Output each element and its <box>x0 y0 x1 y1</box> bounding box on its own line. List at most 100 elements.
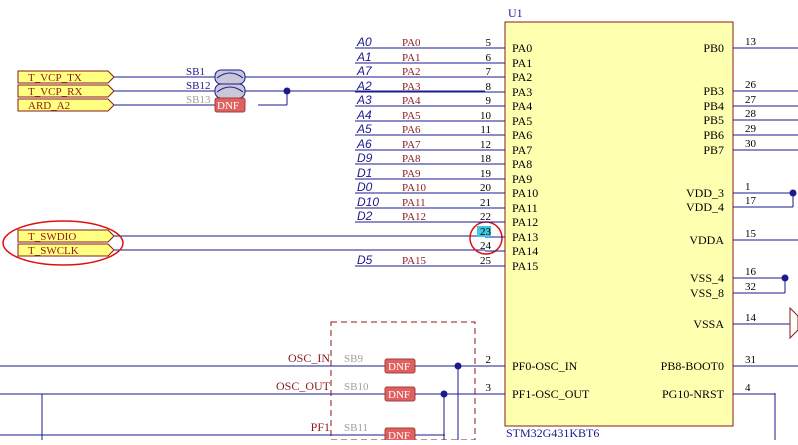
chip-body[interactable] <box>504 21 734 427</box>
pin-number: 9 <box>486 95 492 107</box>
pin-alias-label: A5 <box>356 122 372 136</box>
jumper-ref: SB1 <box>186 66 205 78</box>
pin-alias-label: D9 <box>357 151 373 165</box>
port-label: T_SWDIO <box>28 231 76 243</box>
pin-number: 17 <box>745 195 757 207</box>
port-t-vcp-tx[interactable]: T_VCP_TX <box>17 70 115 84</box>
port-t-vcp-rx[interactable]: T_VCP_RX <box>17 84 115 98</box>
pin-pb5[interactable]: 28 PB5 <box>703 108 798 127</box>
junction-dot <box>781 274 789 282</box>
solder-bridge-sb1[interactable]: SB1 <box>186 66 246 85</box>
pin-number: 13 <box>745 36 757 48</box>
pin-name: PA0 <box>512 41 532 55</box>
pin-name: PA14 <box>512 244 538 258</box>
pin-number: 26 <box>745 79 757 91</box>
pin-net-label: PA10 <box>402 182 427 194</box>
pin-number: 30 <box>745 138 757 150</box>
pin-net-label: PA1 <box>402 52 421 64</box>
pin-number: 11 <box>480 124 491 136</box>
pin-alias-label: D10 <box>357 195 379 209</box>
pin-net-label: PA12 <box>402 211 426 223</box>
pin-number: 28 <box>745 108 757 120</box>
pin-net-label: PA6 <box>402 124 421 136</box>
pin-alias-label: D2 <box>357 209 373 223</box>
port-t-swdio[interactable]: T_SWDIO <box>17 229 115 243</box>
pin-number-highlight <box>477 226 491 237</box>
port-ard-a2[interactable]: ARD_A2 <box>17 98 115 112</box>
osc-jumper-ref: SB10 <box>344 381 369 393</box>
pin-net-label: PA0 <box>402 37 421 49</box>
solder-bridge-sb13[interactable]: SB13 DNF <box>186 94 246 113</box>
osc-jumper-ref: SB9 <box>344 353 363 365</box>
pin-name: PB3 <box>703 84 724 98</box>
osc-net-label: PF1 <box>311 420 330 434</box>
pin-pg10-nrst[interactable]: 4 PG10-NRST <box>662 382 775 401</box>
pin-name: PG10-NRST <box>662 387 725 401</box>
pin-number: 20 <box>480 182 492 194</box>
pin-number: 4 <box>745 382 751 394</box>
pin-name: PA6 <box>512 128 532 142</box>
pin-alias-label: D1 <box>357 166 372 180</box>
pin-name: PA1 <box>512 56 532 70</box>
pin-name: PB5 <box>703 113 724 127</box>
osc-dnf-label: DNF <box>388 361 410 373</box>
pin-number: 5 <box>486 37 492 49</box>
pin-pa6[interactable]: A5 PA6 11 PA6 <box>355 122 532 142</box>
pin-number: 7 <box>486 66 492 78</box>
pin-name: PA7 <box>512 143 532 157</box>
pin-number: 19 <box>480 168 492 180</box>
pin-alias-label: A3 <box>356 93 372 107</box>
pin-name: PA11 <box>512 201 538 215</box>
pin-name: PA2 <box>512 70 532 84</box>
port-t-swclk[interactable]: T_SWCLK <box>17 243 115 257</box>
pin-net-label: PA7 <box>402 139 421 151</box>
port-label: ARD_A2 <box>28 100 70 112</box>
pin-net-label: PA3 <box>402 81 421 93</box>
solder-bridge-sb12[interactable]: SB12 <box>186 80 246 99</box>
junction-dot <box>789 189 797 197</box>
pin-name: PA5 <box>512 114 532 128</box>
pin-pb3[interactable]: 26 PB3 <box>703 79 798 98</box>
pin-alias-label: A6 <box>356 137 372 151</box>
pin-pb7[interactable]: 30 PB7 <box>703 138 798 157</box>
chip-ref: U1 <box>508 6 523 20</box>
pin-number: 6 <box>486 52 492 64</box>
pin-net-label: PA11 <box>402 197 426 209</box>
pin-name: PB8-BOOT0 <box>661 359 724 373</box>
junction-dot <box>440 390 448 398</box>
junction-dot <box>283 87 291 95</box>
pin-name: PB7 <box>703 143 724 157</box>
osc-dnf-label: DNF <box>388 389 410 401</box>
pin-number: 18 <box>480 153 492 165</box>
